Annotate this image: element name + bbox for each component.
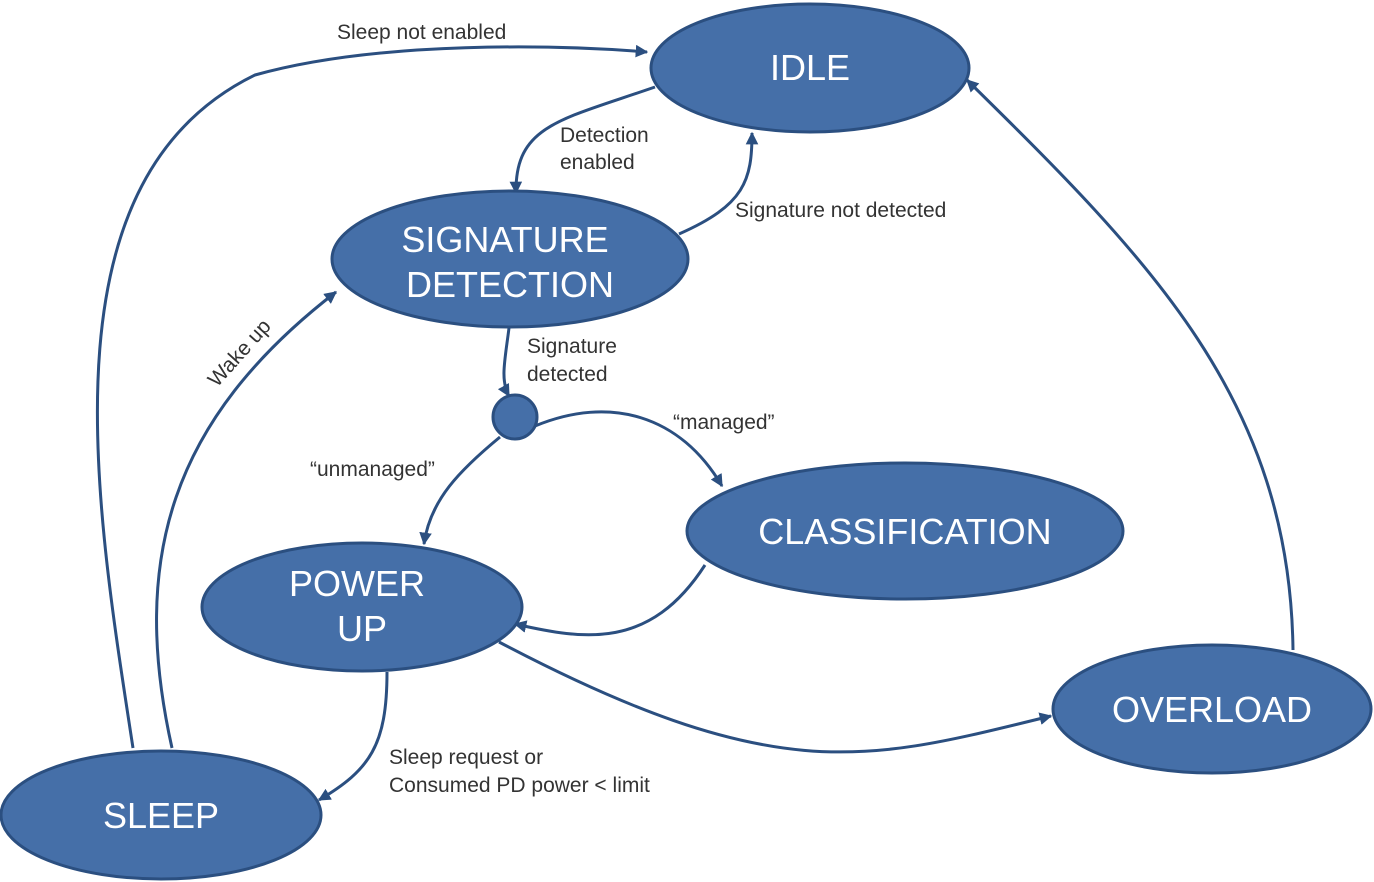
edge-signature-detection-to-junction xyxy=(497,327,511,398)
edge-signature-detection-to-idle xyxy=(678,131,759,236)
label-line: Signature xyxy=(527,335,617,358)
state-idle-label-line: IDLE xyxy=(770,47,850,88)
state-sleep: SLEEP xyxy=(0,749,323,881)
label-sleep-request: Sleep request or Consumed PD power < lim… xyxy=(389,746,650,797)
label-managed: “managed” xyxy=(673,411,775,434)
edge-sleep-to-signature-detection xyxy=(155,290,337,749)
label-signature-detected: Signature detected xyxy=(527,335,623,386)
label-sleep-not-enabled: Sleep not enabled xyxy=(337,21,506,44)
state-classification-label-line: CLASSIFICATION xyxy=(758,511,1051,552)
state-idle-shape xyxy=(649,2,971,134)
label-detection-enabled: Detection enabled xyxy=(560,124,655,174)
edge-junction-to-power-up xyxy=(419,435,501,546)
state-sleep-label-line: SLEEP xyxy=(103,795,219,836)
label-line: “unmanaged” xyxy=(310,458,435,481)
state-signature-detection-label: SIGNATURE DETECTION xyxy=(401,219,618,305)
transition-labels: Sleep not enabled Detection enabled Sign… xyxy=(204,21,947,797)
edge-overload-to-idle xyxy=(965,78,1295,651)
transitions xyxy=(95,44,1295,802)
label-signature-not-detected: Signature not detected xyxy=(735,199,946,222)
label-line: Sleep request or xyxy=(389,746,543,769)
label-line: Sleep not enabled xyxy=(337,21,506,44)
state-sleep-label: SLEEP xyxy=(103,795,219,836)
label-unmanaged: “unmanaged” xyxy=(310,458,435,481)
edge-classification-to-power-up xyxy=(513,564,707,637)
state-signature-detection-shape xyxy=(330,189,690,329)
state-overload-label: OVERLOAD xyxy=(1112,689,1312,730)
edge-power-up-to-overload xyxy=(498,640,1053,754)
label-wake-up: Wake up xyxy=(204,315,276,391)
state-idle: IDLE xyxy=(649,2,971,134)
edge-sleep-to-idle xyxy=(95,44,649,749)
state-sleep-shape xyxy=(0,749,323,881)
label-line: enabled xyxy=(560,151,635,174)
label-line: “managed” xyxy=(673,411,775,434)
state-power-up: POWER UP xyxy=(200,541,524,673)
label-line: detected xyxy=(527,363,608,386)
edge-junction-to-classification xyxy=(534,410,724,488)
decision-junction xyxy=(491,393,539,441)
state-power-up-label-line: UP xyxy=(337,608,387,649)
label-line: Consumed PD power < limit xyxy=(389,774,650,797)
state-idle-label: IDLE xyxy=(770,47,850,88)
state-overload-shape xyxy=(1051,643,1373,775)
state-overload-label-line: OVERLOAD xyxy=(1112,689,1312,730)
state-overload: OVERLOAD xyxy=(1051,643,1373,775)
state-classification-label: CLASSIFICATION xyxy=(758,511,1051,552)
state-classification-shape xyxy=(685,461,1125,601)
state-signature-detection-label-line: DETECTION xyxy=(406,264,614,305)
edge-idle-to-signature-detection xyxy=(509,85,656,195)
label-line: Signature not detected xyxy=(735,199,946,222)
state-power-up-label-line: POWER xyxy=(289,563,425,604)
state-power-up-shape xyxy=(200,541,524,673)
state-signature-detection: SIGNATURE DETECTION xyxy=(330,189,690,329)
state-classification: CLASSIFICATION xyxy=(685,461,1125,601)
state-signature-detection-label-line: SIGNATURE xyxy=(401,219,608,260)
label-line: Wake up xyxy=(204,315,276,391)
state-power-up-label: POWER UP xyxy=(289,563,435,649)
edge-power-up-to-sleep xyxy=(317,671,389,802)
label-line: Detection xyxy=(560,124,649,147)
